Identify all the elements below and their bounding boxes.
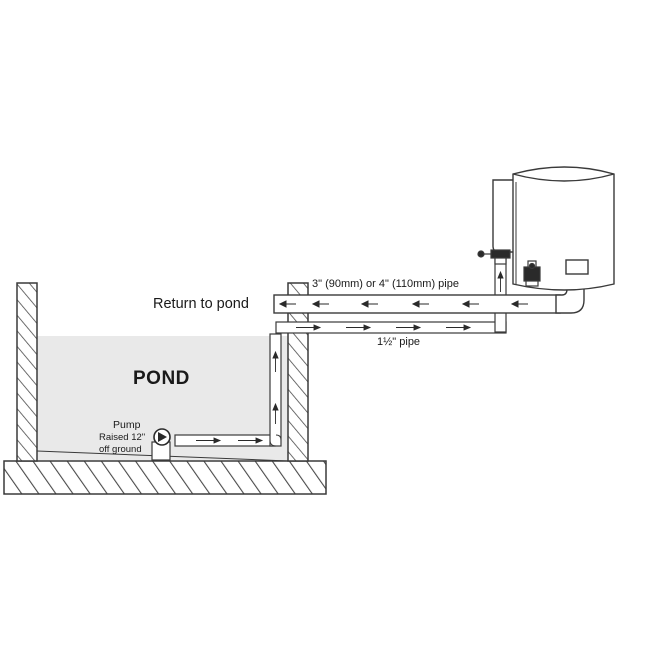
return-valve-icon — [523, 260, 541, 287]
left-wall — [16, 282, 38, 462]
valve-icon — [477, 249, 511, 265]
return-pipe-size-label: 3" (90mm) or 4" (110mm) pipe — [312, 278, 459, 290]
flow-arrow-icon — [510, 300, 528, 308]
flow-arrow-icon — [296, 324, 322, 331]
flow-arrow-icon — [278, 300, 296, 308]
pump-label: Pump — [113, 419, 141, 431]
flow-arrow-icon — [360, 300, 378, 308]
flow-arrow-icon — [196, 437, 222, 444]
flow-arrow-icon — [396, 324, 422, 331]
flow-arrow-icon — [272, 350, 279, 372]
flow-arrow-icon — [311, 300, 329, 308]
return-flow-arrows — [278, 300, 528, 308]
flow-arrow-icon — [446, 324, 472, 331]
flow-arrow-icon — [461, 300, 479, 308]
ground-base — [3, 460, 327, 495]
filter-unit — [492, 166, 615, 291]
flow-arrow-icon — [346, 324, 372, 331]
flow-arrow-icon — [411, 300, 429, 308]
pond-label: POND — [133, 368, 190, 389]
pump-raised-label: Raised 12" — [99, 432, 146, 443]
pump-icon — [153, 428, 171, 446]
feed-pipe-size-label: 1½" pipe — [377, 336, 421, 348]
flow-arrow-icon — [272, 402, 279, 424]
flow-arrow-icon — [238, 437, 264, 444]
pond-water — [37, 336, 288, 460]
flow-arrow-icon — [497, 270, 504, 292]
pump-off-ground-label: off ground — [99, 444, 142, 455]
return-to-pond-label: Return to pond — [153, 296, 249, 312]
feed-flow-arrows — [196, 270, 504, 444]
